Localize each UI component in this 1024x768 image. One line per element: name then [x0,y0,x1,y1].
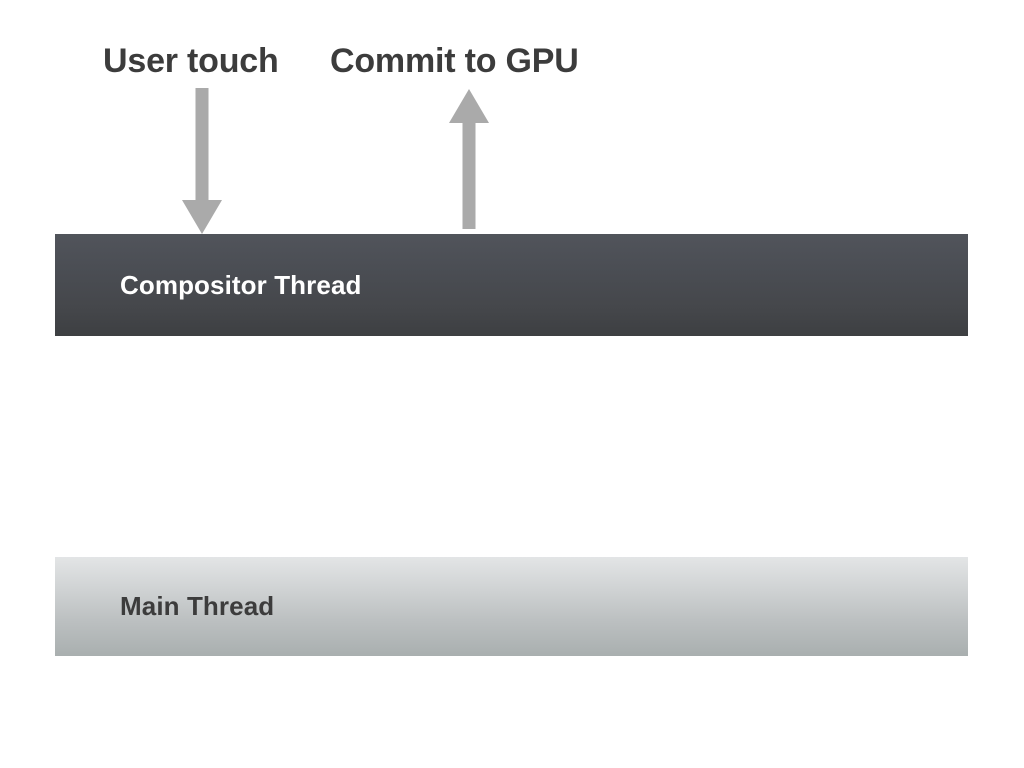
thread-bar-main-thread: Main Thread [55,557,968,656]
thread-bar-compositor-thread: Compositor Thread [55,234,968,336]
thread-bar-label-compositor-thread: Compositor Thread [120,269,362,300]
thread-bar-label-main-thread: Main Thread [120,591,275,621]
arrow-up-icon [445,87,493,229]
annotation-label-commit-to-gpu: Commit to GPU [330,42,579,80]
arrow-down-icon [178,88,226,234]
annotation-label-user-touch: User touch [103,42,279,80]
